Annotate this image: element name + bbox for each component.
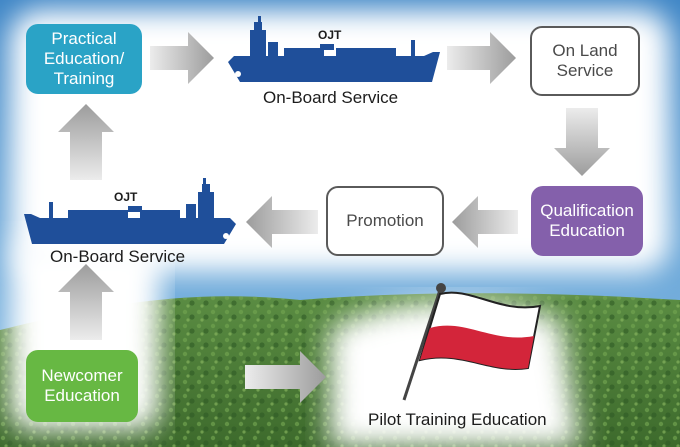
promotion-box: Promotion bbox=[326, 186, 444, 256]
arrow-left-icon bbox=[452, 196, 518, 248]
qualification-education-box: Qualification Education bbox=[531, 186, 643, 256]
onboard-service-label-left: On-Board Service bbox=[50, 247, 186, 266]
ship-icon bbox=[228, 16, 440, 82]
newcomer-education-box: Newcomer Education bbox=[26, 350, 138, 422]
arrow-right-icon bbox=[447, 32, 516, 84]
ojt-label-left: OJT bbox=[114, 190, 138, 204]
practical-education-box: Practical Education/ Training bbox=[26, 24, 142, 94]
arrow-up-icon bbox=[58, 104, 114, 180]
ship-icon bbox=[24, 178, 236, 244]
white-panel bbox=[10, 10, 670, 272]
arrow-right-icon bbox=[150, 32, 214, 84]
ojt-label-top: OJT bbox=[318, 28, 342, 42]
arrow-down-icon bbox=[554, 108, 610, 176]
on-land-service-box: On Land Service bbox=[530, 26, 640, 96]
arrow-right-icon bbox=[245, 351, 326, 403]
arrow-up-icon bbox=[58, 264, 114, 340]
pilot-training-label: Pilot Training Education bbox=[368, 410, 547, 429]
arrow-left-icon bbox=[246, 196, 318, 248]
flag-icon bbox=[402, 283, 542, 401]
onboard-service-label-top: On-Board Service bbox=[263, 88, 399, 107]
